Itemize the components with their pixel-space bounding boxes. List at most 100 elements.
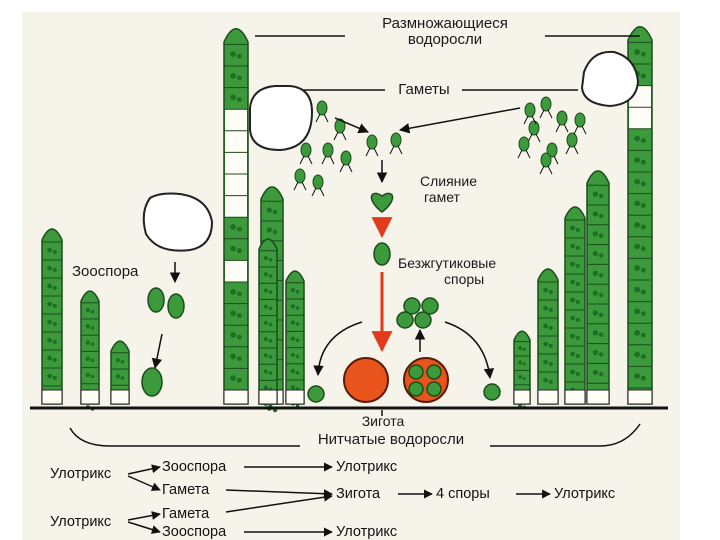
cell-granule (86, 340, 90, 344)
cell-granule (264, 305, 268, 309)
scheme-zoospore-2: Зооспора (162, 524, 226, 540)
cell-granule (543, 342, 548, 347)
cell-granule (47, 266, 52, 271)
cell-granule (570, 334, 575, 339)
cell-granule (634, 222, 640, 228)
cell-granule (641, 160, 646, 165)
cell-granule (570, 244, 575, 249)
empty-cell (629, 107, 651, 129)
germinating-spore (308, 386, 324, 402)
cell-granule (53, 358, 57, 362)
empty-cell (225, 196, 247, 218)
cell-granule (47, 320, 52, 325)
cell-granule (296, 355, 300, 359)
gametangium-left (250, 86, 312, 150)
scheme-ulothrix-result-2: Улотрикс (554, 486, 615, 502)
cell-granule (264, 256, 268, 260)
cell-granule (267, 227, 272, 232)
cell-granule (47, 248, 52, 253)
cell-granule (599, 273, 603, 277)
basal-cell (538, 390, 558, 404)
cell-granule (634, 136, 640, 142)
cell-granule (237, 291, 242, 296)
empty-cell (225, 152, 247, 174)
cell-granule (570, 370, 575, 375)
cell-granule (269, 371, 273, 375)
basal-cell (259, 390, 277, 404)
cell-granule (576, 264, 580, 268)
filament (42, 229, 62, 404)
basal-cell (514, 390, 530, 404)
cell-granule (86, 373, 90, 377)
scheme-gamete-1: Гамета (162, 482, 209, 498)
scheme-four-spores: 4 споры (436, 486, 490, 502)
fusion-label-line2: гамет (424, 190, 460, 205)
cell-granule (296, 339, 300, 343)
gamete (575, 113, 585, 127)
cell-granule (570, 298, 575, 303)
zygote (344, 358, 388, 402)
filament-outline (81, 291, 99, 404)
cell-granule (53, 304, 57, 308)
cell-granule (91, 326, 95, 330)
cell-granule (267, 207, 272, 212)
cell-granule (237, 97, 242, 102)
cell-granule (593, 310, 598, 315)
cell-granule (230, 289, 236, 295)
zoospore-left (148, 288, 164, 312)
cell-granule (576, 372, 580, 376)
cell-granule (599, 233, 603, 237)
basal-cell (565, 390, 585, 404)
cell-granule (237, 227, 242, 232)
cell-granule (599, 332, 603, 336)
cell-granule (53, 340, 57, 344)
gamete (341, 151, 351, 165)
cell-granule (296, 322, 300, 326)
cell-granule (273, 230, 277, 234)
cell-granule (641, 311, 646, 316)
cell-granule (634, 308, 640, 314)
cell-granule (264, 337, 268, 341)
cell-granule (269, 274, 273, 278)
released-spore (397, 312, 413, 328)
fusion-label-line1: Слияние (420, 174, 477, 189)
cell-granule (593, 350, 598, 355)
scheme-zygote: Зигота (336, 486, 380, 502)
filament (587, 171, 609, 404)
filament (538, 269, 558, 404)
fused-spore (427, 365, 441, 379)
cell-granule (121, 360, 125, 364)
scheme-zoospore-1: Зооспора (162, 459, 226, 475)
cell-granule (641, 138, 646, 143)
cell-granule (634, 265, 640, 271)
gamete (323, 143, 333, 157)
cell-granule (237, 54, 242, 59)
cell-granule (518, 361, 522, 365)
gamete (391, 133, 401, 147)
cell-granule (634, 49, 640, 55)
cell-granule (593, 251, 598, 256)
cell-granule (634, 330, 640, 336)
cell-granule (264, 272, 268, 276)
released-spore (415, 312, 431, 328)
zoospore-label: Зооспора (72, 264, 138, 279)
cell-granule (543, 360, 548, 365)
filaments-label: Нитчатые водоросли (296, 432, 486, 447)
fused-spore (409, 382, 423, 396)
cell-granule (237, 313, 242, 318)
cell-granule (230, 332, 236, 338)
cell-granule (230, 310, 236, 316)
cell-granule (291, 385, 295, 389)
gamete (519, 137, 529, 151)
basal-cell (628, 390, 652, 404)
cell-granule (641, 52, 646, 57)
cell-granule (549, 308, 553, 312)
cell-granule (593, 271, 598, 276)
basal-cell (111, 390, 129, 404)
cell-granule (47, 302, 52, 307)
gamete (301, 143, 311, 157)
basal-cell (224, 390, 248, 404)
basal-cell (286, 390, 304, 404)
cell-granule (599, 293, 603, 297)
cell-granule (634, 157, 640, 163)
